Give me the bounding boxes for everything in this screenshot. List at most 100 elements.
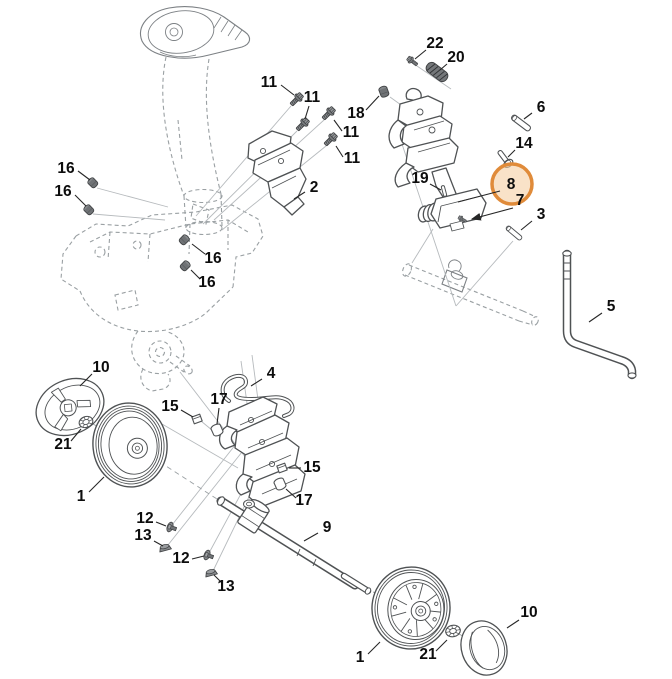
callout-part-13[interactable]: 13: [213, 574, 235, 595]
callout-part-15[interactable]: 15: [161, 398, 194, 418]
axle-9: [216, 496, 372, 595]
part-number-label[interactable]: 5: [607, 298, 616, 315]
part-number-label[interactable]: 10: [92, 359, 109, 376]
part-number-label[interactable]: 17: [210, 391, 227, 408]
part-number-label[interactable]: 15: [303, 459, 321, 476]
part-number-label[interactable]: 11: [304, 89, 321, 106]
screw-12-a: [165, 520, 179, 535]
callout-part-2[interactable]: 2: [293, 179, 319, 200]
hubcap-right-outside: [460, 620, 508, 676]
part-number-label[interactable]: 21: [54, 436, 72, 453]
callout-part-12[interactable]: 12: [172, 550, 205, 567]
callout-part-11[interactable]: 11: [304, 89, 321, 120]
part-number-label[interactable]: 8: [507, 176, 516, 193]
part-number-label[interactable]: 9: [323, 519, 332, 536]
handlebar-console: [140, 6, 251, 59]
part-number-label[interactable]: 12: [172, 550, 189, 567]
callout-part-18[interactable]: 18: [347, 95, 380, 122]
part-number-label[interactable]: 17: [295, 492, 312, 509]
callout-part-15[interactable]: 15: [289, 459, 321, 476]
part-number-label[interactable]: 12: [136, 510, 153, 527]
callout-part-9[interactable]: 9: [303, 519, 332, 542]
solid-parts: [35, 54, 637, 676]
part-number-label[interactable]: 7: [516, 192, 525, 209]
part-number-label[interactable]: 11: [261, 74, 278, 91]
leader-line: [367, 641, 381, 655]
wheel-left: [92, 402, 168, 488]
part-number-label[interactable]: 1: [77, 488, 86, 505]
part-number-label[interactable]: 10: [520, 604, 537, 621]
callout-part-17[interactable]: 17: [285, 488, 313, 509]
part-number-label[interactable]: 11: [344, 150, 361, 167]
part-number-label[interactable]: 11: [343, 124, 360, 141]
callout-part-16[interactable]: 16: [191, 243, 222, 267]
gearbox-housing: [60, 204, 264, 392]
part-number-label[interactable]: 19: [411, 170, 429, 187]
leader-line: [303, 532, 319, 542]
callout-part-5[interactable]: 5: [588, 298, 616, 323]
callout-part-11[interactable]: 11: [261, 74, 295, 96]
part-number-label[interactable]: 6: [537, 99, 546, 116]
screw-11-d: [321, 130, 340, 149]
callout-part-4[interactable]: 4: [250, 365, 276, 387]
callout-part-17[interactable]: 17: [210, 391, 228, 425]
leader-line: [79, 373, 93, 387]
callout-part-12[interactable]: 12: [136, 510, 167, 527]
part-number-label[interactable]: 4: [267, 365, 276, 382]
leader-line: [293, 191, 306, 200]
part-number-label[interactable]: 13: [217, 578, 235, 595]
part-number-label[interactable]: 18: [347, 105, 365, 122]
part-number-label[interactable]: 22: [426, 35, 443, 52]
callout-part-16[interactable]: 16: [54, 183, 87, 207]
callout-part-13[interactable]: 13: [134, 527, 164, 547]
leader-line: [506, 619, 520, 629]
leader-line: [250, 378, 263, 387]
part-number-label[interactable]: 20: [447, 49, 464, 66]
part-number-label[interactable]: 13: [134, 527, 152, 544]
tine-drive-shaft: [402, 263, 539, 326]
part-number-label[interactable]: 14: [515, 135, 533, 152]
callout-part-10[interactable]: 10: [506, 604, 538, 629]
part-number-label[interactable]: 3: [537, 206, 546, 223]
callout-part-11[interactable]: 11: [335, 145, 361, 167]
part-number-label[interactable]: 16: [57, 160, 75, 177]
callout-part-3[interactable]: 3: [520, 206, 546, 231]
callout-part-6[interactable]: 6: [523, 99, 546, 120]
leader-line: [190, 269, 201, 280]
callout-part-16[interactable]: 16: [57, 160, 91, 181]
shaft-collar: [441, 259, 468, 293]
highlight-ring-part-8[interactable]: [490, 162, 534, 206]
callout-part-11[interactable]: 11: [333, 119, 360, 141]
crank-handle-5: [562, 249, 637, 380]
steering-column: [162, 56, 223, 236]
screw-16-c: [177, 232, 192, 247]
leader-line: [335, 145, 344, 158]
leader-line: [74, 194, 87, 207]
screw-11-b: [293, 115, 312, 134]
part-number-label[interactable]: 16: [54, 183, 72, 200]
part-number-label[interactable]: 2: [310, 179, 319, 196]
callout-part-21[interactable]: 21: [419, 639, 448, 663]
callout-part-14[interactable]: 14: [507, 135, 533, 158]
callout-part-22[interactable]: 22: [414, 35, 444, 60]
part-number-label[interactable]: 21: [419, 646, 437, 663]
callout-part-19[interactable]: 19: [411, 170, 442, 191]
part-number-label[interactable]: 16: [204, 250, 222, 267]
callout-part-8[interactable]: 8: [457, 176, 516, 203]
callout-part-1[interactable]: 1: [356, 641, 381, 666]
leader-line: [155, 521, 167, 527]
part-number-label[interactable]: 15: [161, 398, 179, 415]
callout-part-20[interactable]: 20: [439, 49, 465, 71]
spring-20: [425, 61, 449, 83]
callout-part-16[interactable]: 16: [190, 269, 216, 291]
part-number-label[interactable]: 1: [356, 649, 365, 666]
leader-line: [77, 170, 91, 181]
callout-part-1[interactable]: 1: [77, 476, 105, 505]
callout-part-21[interactable]: 21: [54, 428, 82, 453]
screw-16-d: [178, 258, 193, 273]
callout-part-10[interactable]: 10: [79, 359, 110, 387]
leader-line: [457, 190, 501, 203]
part-number-label[interactable]: 16: [198, 274, 216, 291]
callout-part-7[interactable]: 7: [470, 192, 525, 221]
